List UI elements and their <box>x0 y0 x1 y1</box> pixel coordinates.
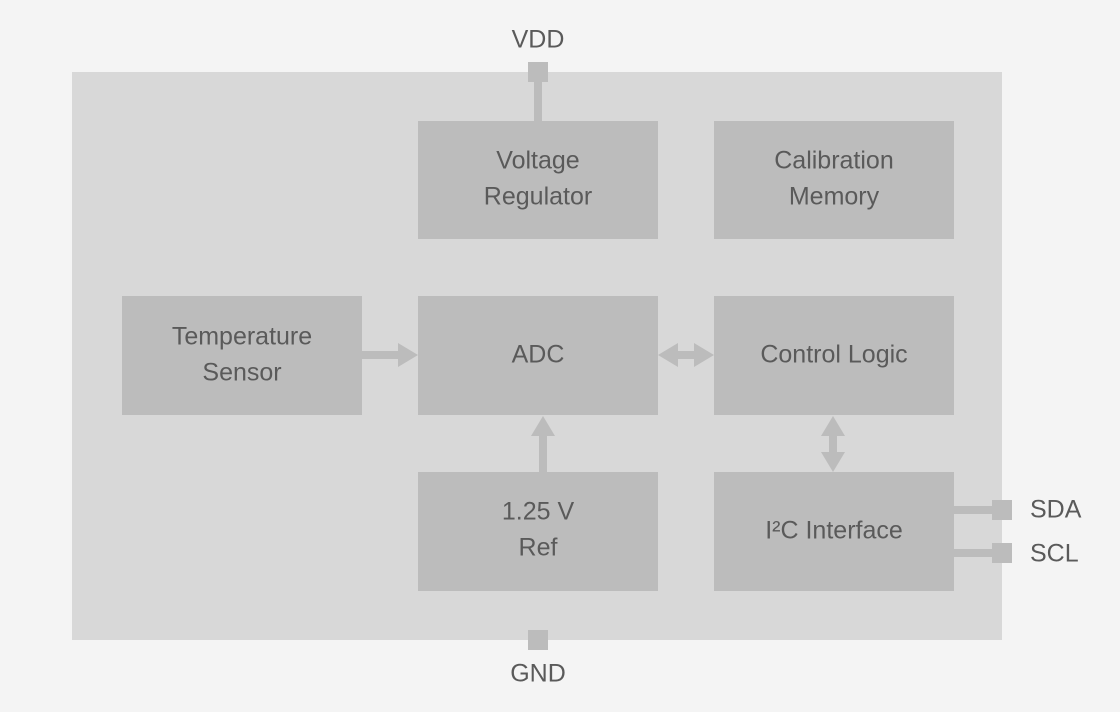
adc-label: ADC <box>512 341 565 369</box>
ref-to-adc-arrowhead <box>531 416 555 436</box>
adc-control-link-arrowhead-left <box>658 343 678 367</box>
gnd-pin-label: GND <box>510 660 566 688</box>
calibration-memory-label-line1: Calibration <box>774 147 894 175</box>
i2c-interface-label: I²C Interface <box>765 517 903 545</box>
adc-block: ADC <box>418 296 658 415</box>
reference-label-line1: 1.25 V <box>502 498 575 526</box>
reference-block: 1.25 V Ref <box>418 472 658 591</box>
sensor-to-adc-arrowhead <box>398 343 418 367</box>
calibration-memory-block: Calibration Memory <box>714 121 954 239</box>
i2c-interface-block: I²C Interface <box>714 472 954 591</box>
temperature-sensor-label-line1: Temperature <box>172 323 312 351</box>
reference-label-line2: Ref <box>519 534 558 562</box>
calibration-memory-label-line2: Memory <box>789 183 880 211</box>
control-i2c-link-arrowhead-up <box>821 416 845 436</box>
sda-pin-pad <box>992 500 1012 520</box>
temperature-sensor-label-line2: Sensor <box>202 359 281 387</box>
temperature-sensor-block: Temperature Sensor <box>122 296 362 415</box>
control-logic-block: Control Logic <box>714 296 954 415</box>
vdd-pin-pad <box>528 62 548 82</box>
scl-pin-pad <box>992 543 1012 563</box>
sda-pin-label: SDA <box>1030 496 1082 524</box>
scl-pin-label: SCL <box>1030 540 1079 568</box>
voltage-regulator-label-line1: Voltage <box>496 147 579 175</box>
adc-control-link-arrowhead-right <box>694 343 714 367</box>
control-i2c-link-arrowhead-down <box>821 452 845 472</box>
voltage-regulator-block: Voltage Regulator <box>418 121 658 239</box>
voltage-regulator-label-line2: Regulator <box>484 183 592 211</box>
control-logic-label: Control Logic <box>760 341 907 369</box>
gnd-pin-pad <box>528 630 548 650</box>
vdd-pin-label: VDD <box>512 26 565 54</box>
